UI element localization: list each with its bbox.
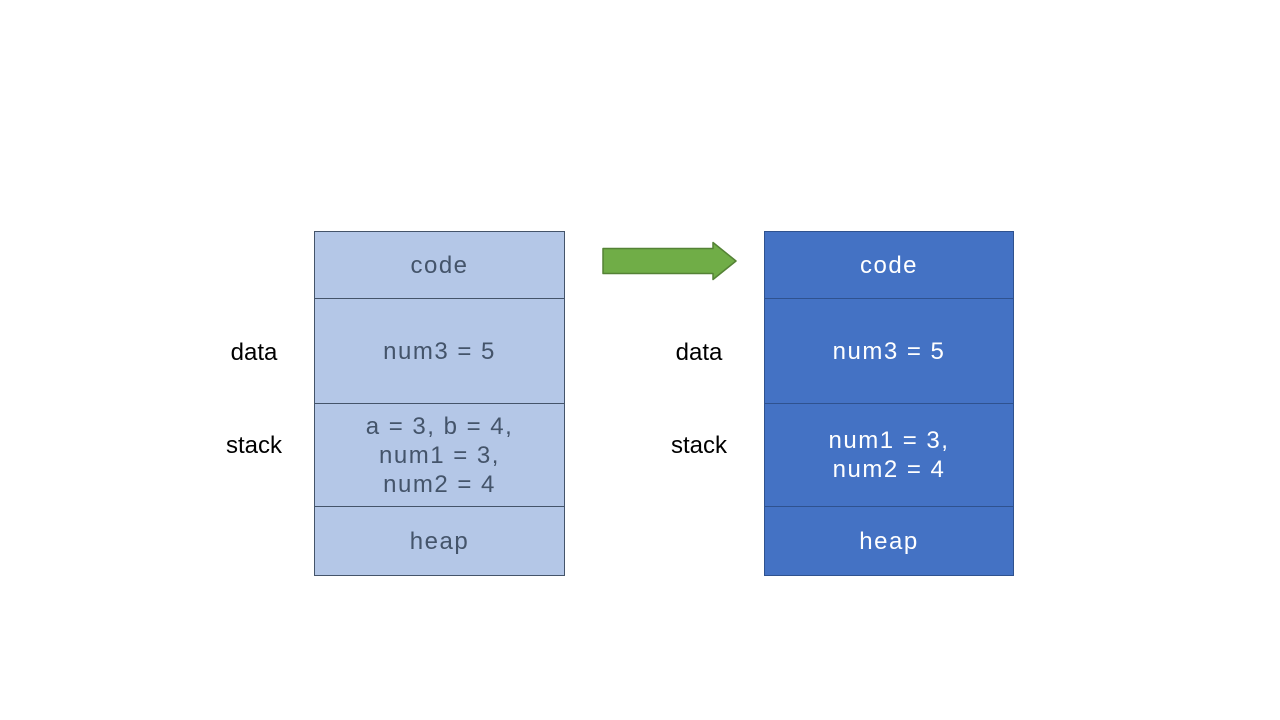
code-section: code <box>765 232 1013 298</box>
data-section: num3 = 5 <box>765 298 1013 403</box>
code-section-label: code <box>410 251 469 279</box>
stack-section: num1 = 3, num2 = 4 <box>765 403 1013 506</box>
stack-line: a = 3, b = 4, <box>365 412 514 440</box>
stack-label-left: stack <box>225 432 282 459</box>
heap-section: heap <box>765 506 1013 575</box>
code-section: code <box>315 232 564 298</box>
data-label-left: data <box>230 339 278 366</box>
heap-section-label: heap <box>409 527 470 555</box>
right-arrow-icon <box>602 241 737 281</box>
data-section-value: num3 = 5 <box>832 337 946 365</box>
heap-section: heap <box>315 506 564 575</box>
stack-label-right: stack <box>670 432 727 459</box>
data-label-right: data <box>675 339 723 366</box>
stack-line: num2 = 4 <box>383 470 496 498</box>
stack-line: num1 = 3, <box>379 441 500 469</box>
data-section: num3 = 5 <box>315 298 564 403</box>
stack-section: a = 3, b = 4, num1 = 3, num2 = 4 <box>315 403 564 506</box>
transform-arrow <box>602 241 738 282</box>
code-section-label: code <box>859 251 919 279</box>
memory-diagram-after: code num3 = 5 num1 = 3, num2 = 4 heap <box>764 231 1014 576</box>
heap-section-label: heap <box>859 527 919 555</box>
memory-diagram-before: code num3 = 5 a = 3, b = 4, num1 = 3, nu… <box>314 231 565 576</box>
data-section-value: num3 = 5 <box>383 337 496 365</box>
stack-line: num2 = 4 <box>832 456 946 483</box>
stack-line: num1 = 3, <box>828 427 950 454</box>
